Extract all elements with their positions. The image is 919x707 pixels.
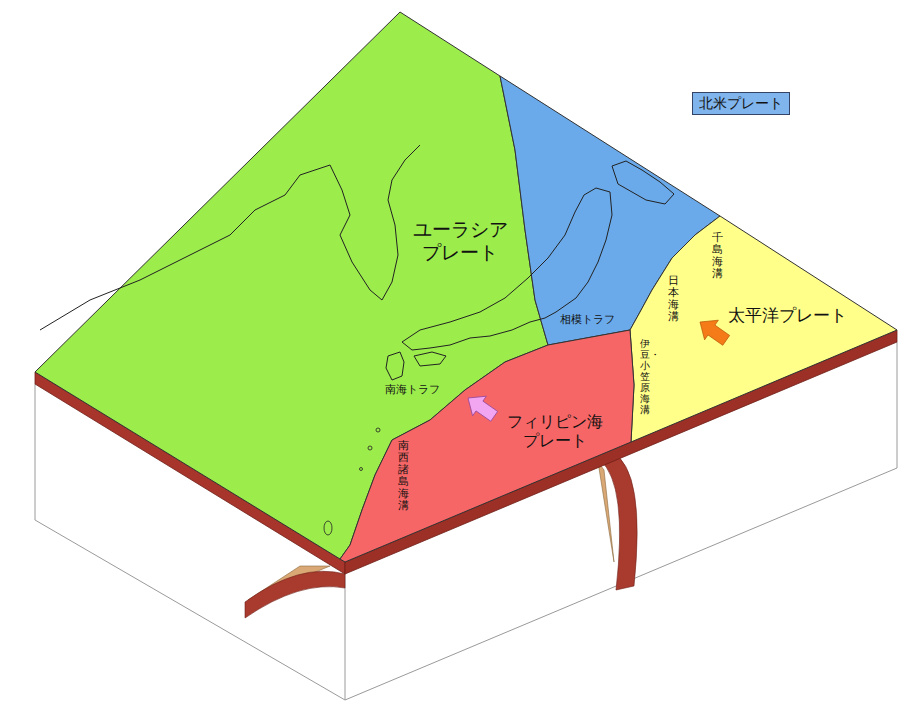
plate-name-text: フィリピン海 プレート	[504, 412, 606, 450]
plate-name-text: ユーラシア プレート	[409, 218, 512, 264]
plate-name-text: 北米プレート	[699, 95, 783, 112]
subducting-slab	[600, 452, 637, 590]
pacific-plate	[630, 216, 897, 442]
plate-name-box: 北米プレート	[692, 92, 790, 115]
trough-name: 相模トラフ	[560, 314, 615, 327]
plate-name: 太平洋プレート	[728, 305, 847, 325]
island	[368, 446, 372, 450]
trench-name: 伊豆・小笠原海溝	[640, 338, 650, 415]
coastline	[40, 145, 420, 330]
coastline	[612, 161, 674, 204]
plate-name: フィリピン海 プレート	[504, 412, 606, 450]
island	[324, 521, 332, 535]
island	[376, 428, 380, 432]
trench-name: 千島海溝	[712, 232, 723, 280]
philippine-sea-plate	[340, 330, 634, 562]
coastline	[386, 352, 404, 380]
trench-name: 南西諸島海溝	[398, 440, 409, 513]
trench-name: 日本海溝	[668, 275, 679, 323]
plate-motion-arrow	[461, 388, 501, 426]
trough-name: 南海トラフ	[385, 384, 440, 397]
subducting-slab	[245, 571, 345, 618]
coastline	[414, 352, 446, 366]
plate-name-text: 太平洋プレート	[728, 305, 847, 325]
plate-motion-arrow	[693, 312, 733, 350]
plate-name: ユーラシア プレート	[409, 218, 512, 264]
island	[360, 468, 363, 471]
